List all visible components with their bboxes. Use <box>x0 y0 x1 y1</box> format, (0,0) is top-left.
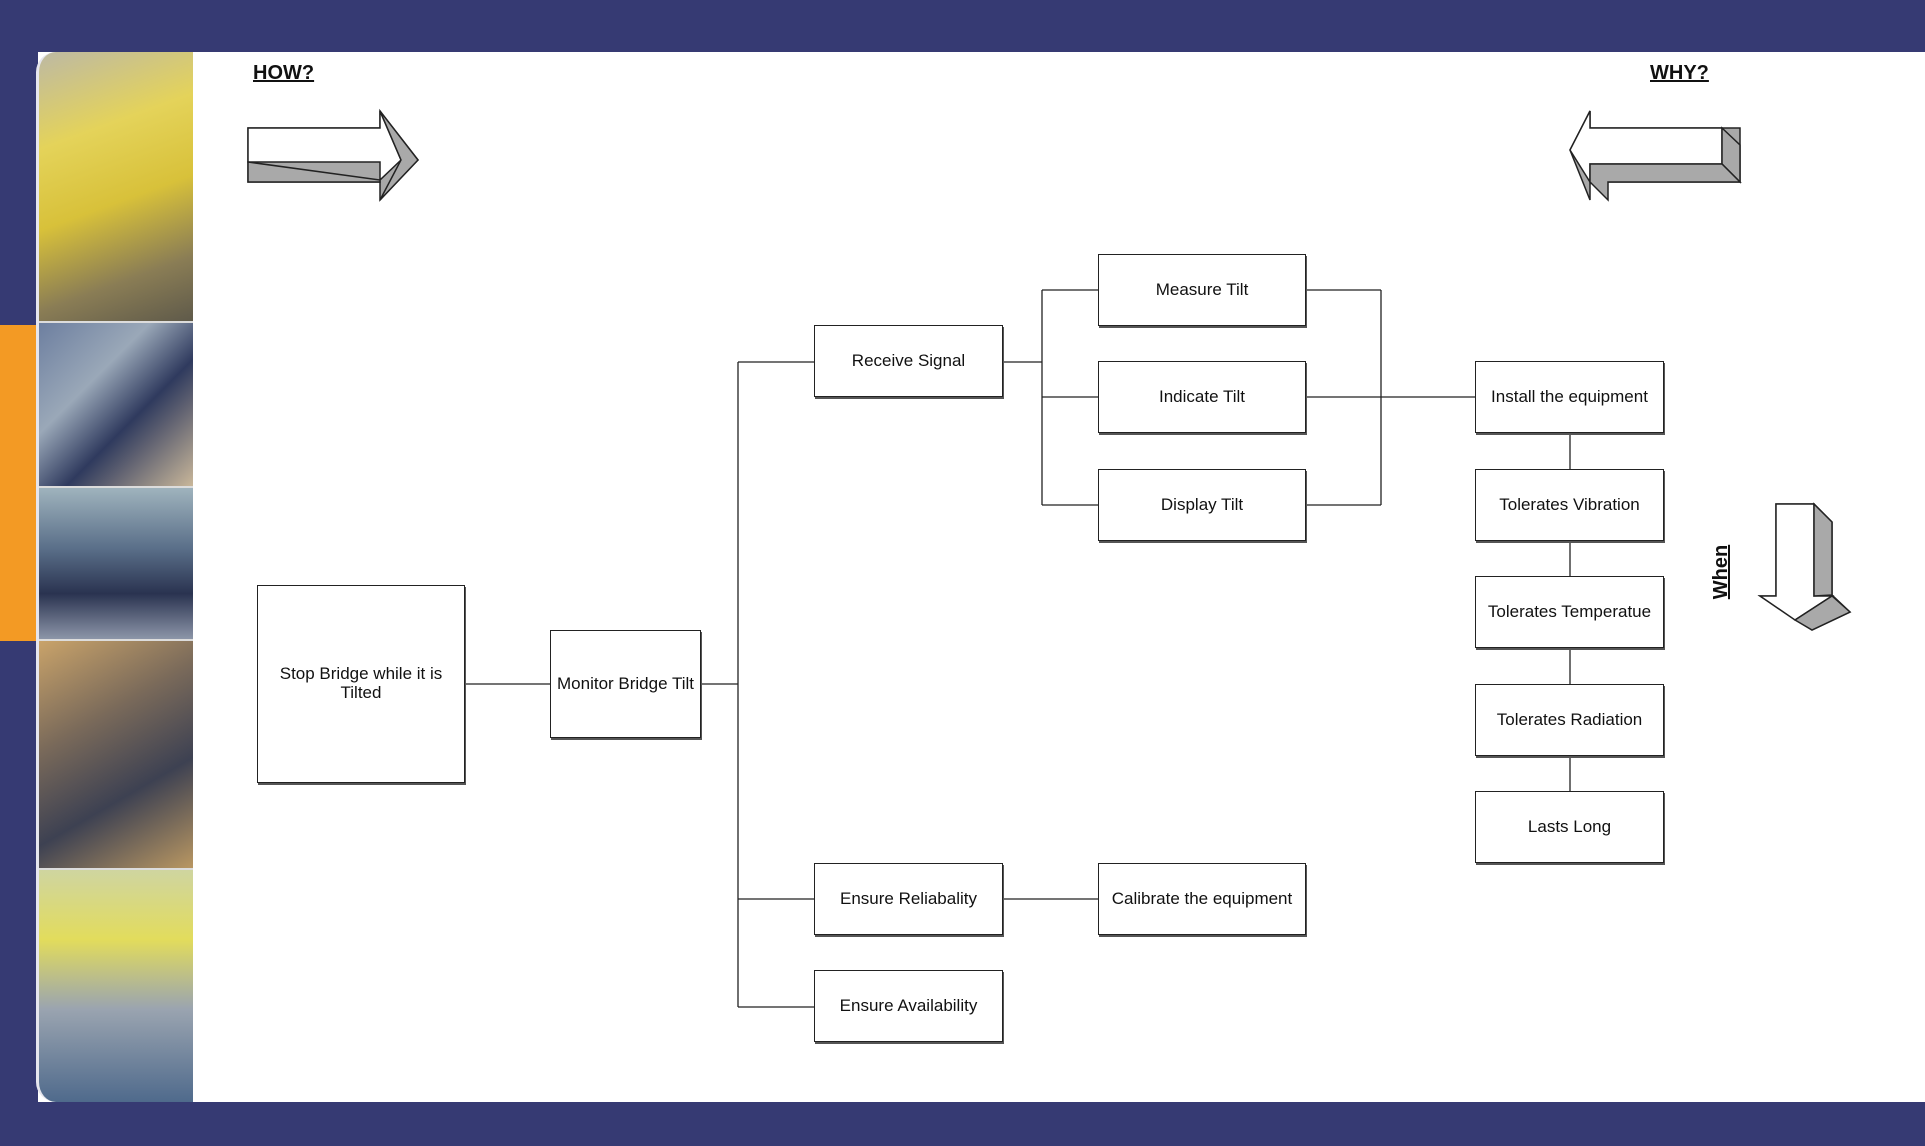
box-monitor-bridge-tilt[interactable]: Monitor Bridge Tilt <box>550 630 701 738</box>
box-install-equipment[interactable]: Install the equipment <box>1475 361 1664 433</box>
box-ensure-reliability[interactable]: Ensure Reliabality <box>814 863 1003 935</box>
box-indicate-tilt[interactable]: Indicate Tilt <box>1098 361 1306 433</box>
photo-strip <box>36 52 193 1102</box>
photo-technician-gears <box>39 641 193 870</box>
left-accent-stripe <box>0 325 38 641</box>
box-tolerates-temperature[interactable]: Tolerates Temperatue <box>1475 576 1664 648</box>
box-tolerates-radiation[interactable]: Tolerates Radiation <box>1475 684 1664 756</box>
top-band <box>0 0 1925 52</box>
photo-workers-yellow-suits <box>39 52 193 323</box>
box-lasts-long[interactable]: Lasts Long <box>1475 791 1664 863</box>
box-tolerates-vibration[interactable]: Tolerates Vibration <box>1475 469 1664 541</box>
box-receive-signal[interactable]: Receive Signal <box>814 325 1003 397</box>
photo-reactor-pool <box>39 870 193 1102</box>
connector-lines <box>465 289 1571 1008</box>
why-arrow-icon <box>1569 110 1742 202</box>
how-heading: HOW? <box>253 62 315 84</box>
box-measure-tilt[interactable]: Measure Tilt <box>1098 254 1306 326</box>
box-ensure-availability[interactable]: Ensure Availability <box>814 970 1003 1042</box>
when-heading: When <box>1710 545 1732 599</box>
why-heading: WHY? <box>1650 62 1709 84</box>
how-arrow-icon <box>247 108 419 202</box>
photo-machinery <box>39 488 193 641</box>
box-calibrate-equipment[interactable]: Calibrate the equipment <box>1098 863 1306 935</box>
box-stop-bridge[interactable]: Stop Bridge while it is Tilted <box>257 585 465 783</box>
box-display-tilt[interactable]: Display Tilt <box>1098 469 1306 541</box>
bottom-band <box>0 1102 1925 1146</box>
photo-operator-console <box>39 323 193 488</box>
when-arrow-icon <box>1757 502 1852 631</box>
